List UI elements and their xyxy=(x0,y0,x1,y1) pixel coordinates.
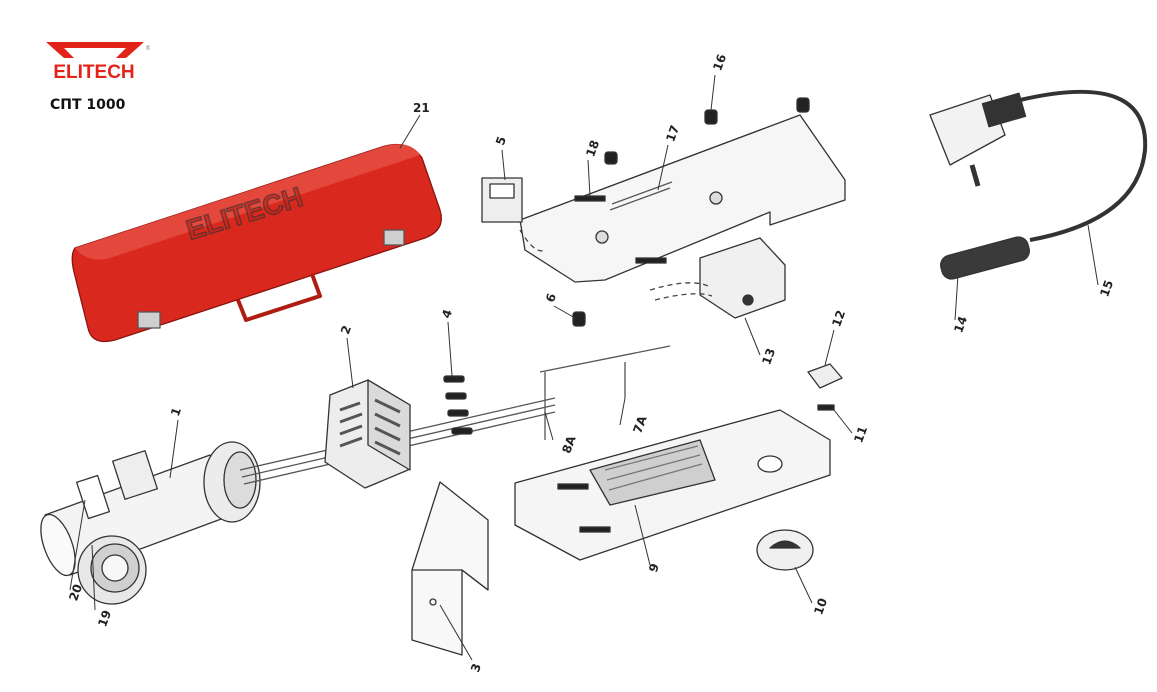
part-label-10: 10 xyxy=(811,596,830,616)
part-label-19: 19 xyxy=(95,608,114,628)
screws-misc xyxy=(572,97,810,327)
part-label-20: 20 xyxy=(66,582,85,602)
part-label-16: 16 xyxy=(710,52,729,72)
part-label-5: 5 xyxy=(493,135,509,148)
part-label-8a: 8A xyxy=(559,433,578,455)
part-label-14: 14 xyxy=(951,314,970,334)
switch-5 xyxy=(481,177,523,223)
bent-plate xyxy=(411,481,489,656)
part-label-3: 3 xyxy=(468,662,484,675)
clamp-12 xyxy=(807,363,843,389)
power-cord xyxy=(929,89,1148,280)
lower-housing xyxy=(514,409,831,561)
part-label-12: 12 xyxy=(829,308,848,328)
part-label-13: 13 xyxy=(759,346,778,366)
upper-housing xyxy=(519,114,846,283)
part-labels: 21 1 2 4 5 6 7A 8A 9 10 11 12 13 14 15 1… xyxy=(66,52,1116,674)
part-label-11: 11 xyxy=(851,424,870,444)
svg-text:ELITECH: ELITECH xyxy=(53,62,134,83)
part-label-7a: 7A xyxy=(630,413,649,435)
part-label-1: 1 xyxy=(168,406,184,419)
small-screw-11 xyxy=(817,404,835,411)
part-label-9: 9 xyxy=(646,562,662,575)
control-block-13 xyxy=(699,237,786,319)
part-label-6: 6 xyxy=(543,292,559,305)
part-label-15: 15 xyxy=(1097,278,1116,298)
screws-set-4 xyxy=(443,375,473,435)
part-label-21: 21 xyxy=(413,101,430,115)
part-label-18: 18 xyxy=(583,138,602,158)
welder-body xyxy=(40,441,261,605)
svg-text:®: ® xyxy=(146,45,150,52)
shield-block xyxy=(324,379,411,489)
part-label-4: 4 xyxy=(439,308,455,321)
part-label-17: 17 xyxy=(663,123,682,143)
wiring-dashes xyxy=(519,229,713,301)
model-name: СПТ 1000 xyxy=(50,97,126,113)
cap-part xyxy=(756,529,814,571)
part-label-2: 2 xyxy=(338,324,354,337)
carrying-case: ELITECH xyxy=(71,143,442,343)
leader-lines xyxy=(69,74,1099,661)
elitech-logo: ELITECH ® xyxy=(46,42,150,83)
